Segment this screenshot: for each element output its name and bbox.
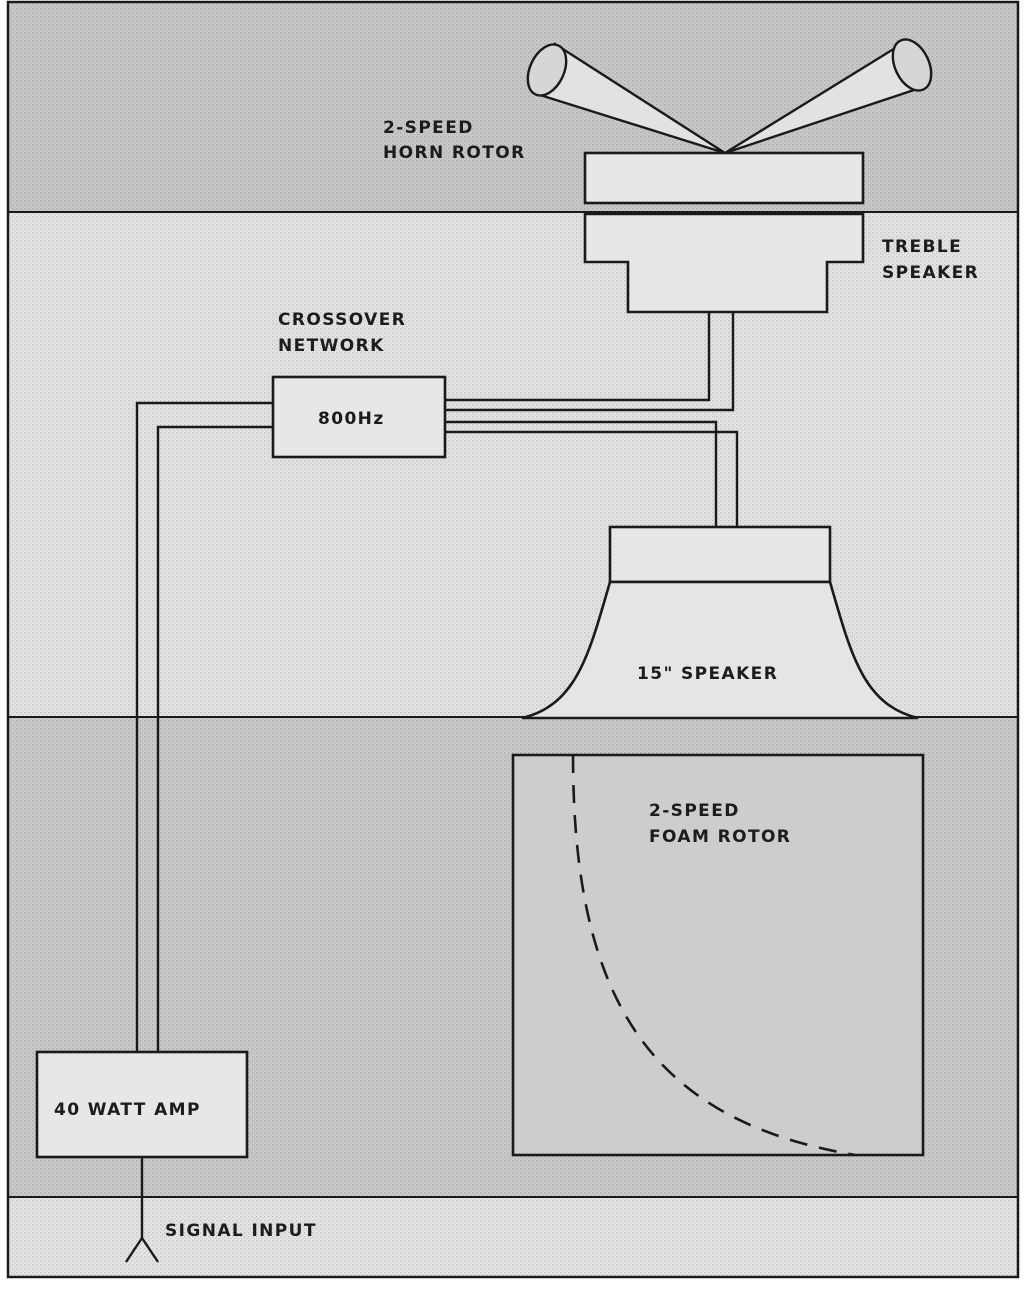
horn-rotor-label-line1: 2-SPEED <box>383 118 474 138</box>
wire-treble-outer <box>445 312 711 402</box>
wire-bass-outer <box>445 420 718 527</box>
crossover-label-line1: CROSSOVER <box>278 310 406 330</box>
crossover-box <box>271 375 447 459</box>
signal-input-label: SIGNAL INPUT <box>165 1221 317 1241</box>
horn-rotor-label-line2: HORN ROTOR <box>383 143 526 163</box>
wiring <box>135 312 739 1052</box>
horn-left-mouth <box>526 43 568 97</box>
foam-rotor <box>511 753 925 1157</box>
foam-rotor-box <box>511 753 925 1157</box>
crossover-frequency: 800Hz <box>318 409 385 429</box>
signal-input-connector <box>125 1157 159 1263</box>
bass-speaker-cone <box>521 580 919 720</box>
treble-speaker-label-line2: SPEAKER <box>882 263 979 283</box>
amp-label: 40 WATT AMP <box>54 1100 201 1120</box>
bass-speaker <box>521 525 919 720</box>
treble-speaker <box>583 212 865 314</box>
input-fork-right <box>141 1237 159 1263</box>
outer-frame <box>6 0 1020 1279</box>
horn-rotor-base <box>583 151 865 205</box>
wire-amp-in-inner <box>156 425 273 1052</box>
wire-amp-in-outer <box>135 401 273 1052</box>
wire-treble-inner <box>445 312 735 412</box>
foam-rotor-label-line1: 2-SPEED <box>649 801 740 821</box>
foam-rotor-arc <box>571 754 856 1157</box>
horn-right-mouth <box>891 38 933 92</box>
treble-speaker-label-line1: TREBLE <box>882 237 962 257</box>
bass-speaker-label: 15" SPEAKER <box>637 664 778 684</box>
bass-speaker-top <box>608 525 832 584</box>
crossover-label-line2: NETWORK <box>278 336 385 356</box>
wire-bass-inner <box>445 430 739 527</box>
labels: 2-SPEED HORN ROTOR TREBLE SPEAKER CROSSO… <box>54 118 979 1241</box>
input-fork-left <box>125 1237 143 1263</box>
amp-box <box>35 1050 249 1159</box>
foam-rotor-label-line2: FOAM ROTOR <box>649 827 791 847</box>
horn-rotor <box>526 38 933 205</box>
